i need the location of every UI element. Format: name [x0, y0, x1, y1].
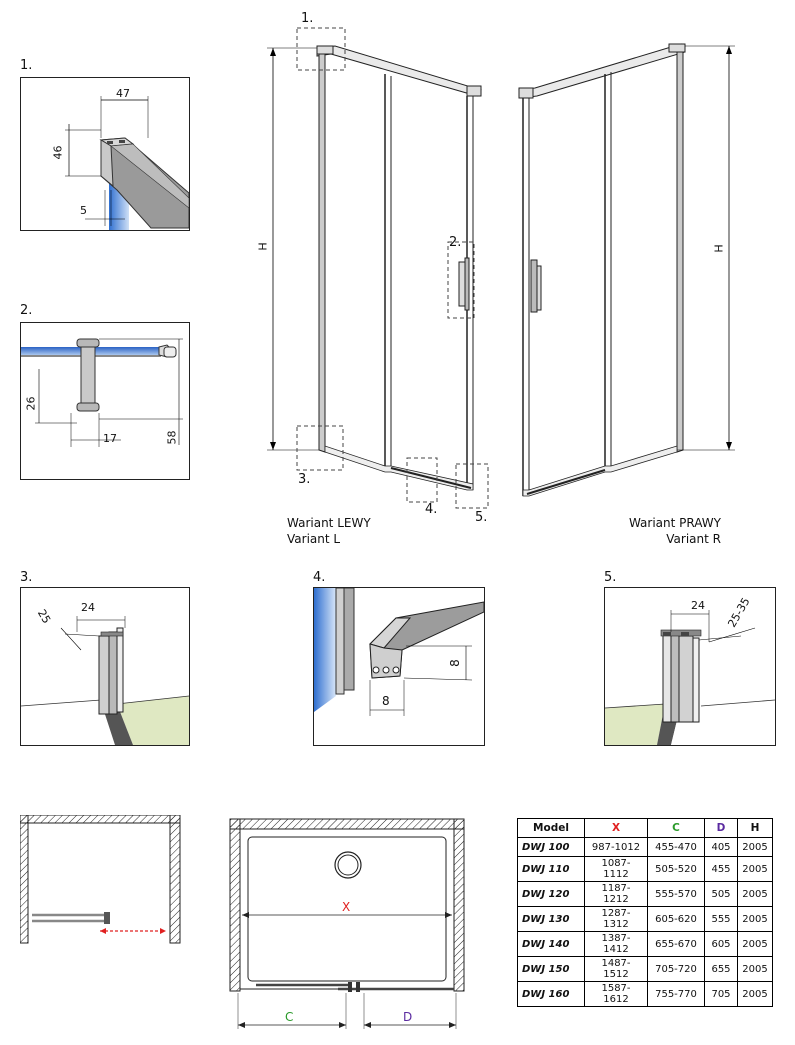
- col-model: Model: [517, 818, 585, 838]
- x-cell: 987-1012: [584, 837, 648, 857]
- variant-right-caption: Wariant PRAWY Variant R: [618, 515, 721, 547]
- x-cell: 1487-1512: [584, 956, 648, 982]
- h-cell: 2005: [737, 931, 773, 957]
- d-cell: 605: [704, 931, 738, 957]
- plan-d-label: D: [403, 1010, 413, 1024]
- detail-2-offset: 26: [24, 396, 38, 411]
- c-cell: 705-720: [647, 956, 705, 982]
- x-cell: 1387-1412: [584, 931, 648, 957]
- detail-2-depth: 17: [103, 432, 117, 445]
- detail-4-panel: 8 8: [313, 587, 485, 746]
- detail-3-drawing: [21, 616, 189, 745]
- h-cell: 2005: [737, 856, 773, 882]
- height-label-right: H: [712, 244, 726, 253]
- col-d: D: [704, 818, 738, 838]
- x-cell: 1087-1112: [584, 856, 648, 882]
- variant-left-line1: Wariant LEWY: [287, 516, 371, 530]
- main-elevation-drawing: [267, 27, 735, 509]
- col-h: H: [737, 818, 773, 838]
- variant-right-line1: Wariant PRAWY: [628, 516, 721, 530]
- model-cell: DWJ 150: [517, 956, 585, 982]
- detail-1-label: 1.: [20, 58, 33, 73]
- plan-x-label: X: [342, 900, 351, 914]
- detail-2-height: 58: [165, 430, 179, 445]
- detail-3-panel: 25 24: [20, 587, 190, 746]
- callout-5: 5.: [475, 510, 488, 525]
- callout-4: 4.: [425, 502, 438, 517]
- detail-4-width: 8: [382, 694, 390, 708]
- height-label-left: H: [256, 242, 270, 251]
- model-cell: DWJ 140: [517, 931, 585, 957]
- detail-1-height: 46: [51, 145, 65, 160]
- variant-left-line2: Variant L: [287, 532, 341, 546]
- detail-5-panel: 24 25-35: [604, 587, 776, 746]
- callout-1: 1.: [301, 11, 314, 26]
- detail-1-width: 47: [116, 87, 130, 100]
- c-cell: 655-670: [647, 931, 705, 957]
- model-cell: DWJ 100: [517, 837, 585, 857]
- col-x: X: [584, 818, 648, 838]
- detail-3-width: 24: [81, 601, 95, 614]
- detail-4-height: 8: [447, 659, 462, 667]
- x-cell: 1187-1212: [584, 881, 648, 907]
- c-cell: 605-620: [647, 906, 705, 932]
- detail-5-label: 5.: [604, 570, 617, 585]
- detail-4-label: 4.: [313, 570, 326, 585]
- d-cell: 555: [704, 906, 738, 932]
- callout-3: 3.: [298, 472, 311, 487]
- h-cell: 2005: [737, 981, 773, 1007]
- x-cell: 1287-1312: [584, 906, 648, 932]
- left-variant-door: [316, 45, 482, 491]
- d-cell: 405: [704, 837, 738, 857]
- variant-right-line2: Variant R: [666, 532, 721, 546]
- c-cell: 755-770: [647, 981, 705, 1007]
- callout-2: 2.: [449, 235, 462, 250]
- model-cell: DWJ 110: [517, 856, 585, 882]
- plan-view-drawing: [229, 818, 465, 1029]
- d-cell: 505: [704, 881, 738, 907]
- detail-5-drawing: [605, 610, 775, 745]
- d-cell: 455: [704, 856, 738, 882]
- detail-5-width: 24: [691, 599, 705, 612]
- model-cell: DWJ 120: [517, 881, 585, 907]
- detail-1-panel: 47 46 5: [20, 77, 190, 231]
- c-cell: 555-570: [647, 881, 705, 907]
- model-cell: DWJ 130: [517, 906, 585, 932]
- detail-2-label: 2.: [20, 303, 33, 318]
- x-cell: 1587-1612: [584, 981, 648, 1007]
- plan-c-label: C: [285, 1010, 294, 1024]
- col-c: C: [647, 818, 705, 838]
- h-cell: 2005: [737, 956, 773, 982]
- detail-1-drawing: [65, 96, 189, 230]
- detail-4-drawing: [314, 588, 484, 716]
- detail-2-panel: 26 17 58: [20, 322, 190, 480]
- variant-left-caption: Wariant LEWY Variant L: [287, 515, 371, 547]
- h-cell: 2005: [737, 837, 773, 857]
- detail-3-label: 3.: [20, 570, 33, 585]
- right-variant-door: [518, 43, 686, 497]
- h-cell: 2005: [737, 881, 773, 907]
- detail-1-offset: 5: [80, 204, 87, 217]
- spec-table-header: Model X C D H: [517, 818, 773, 838]
- c-cell: 455-470: [647, 837, 705, 857]
- h-cell: 2005: [737, 906, 773, 932]
- detail-2-drawing: [21, 338, 183, 447]
- plan-sketch-small: [20, 815, 181, 944]
- c-cell: 505-520: [647, 856, 705, 882]
- model-cell: DWJ 160: [517, 981, 585, 1007]
- d-cell: 655: [704, 956, 738, 982]
- d-cell: 705: [704, 981, 738, 1007]
